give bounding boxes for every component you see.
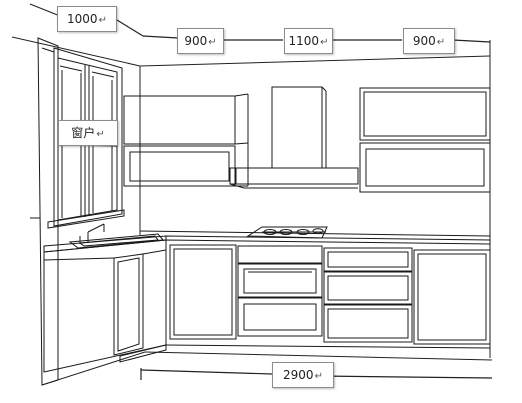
window-width-dimension-label: 1000↵ bbox=[57, 6, 117, 32]
dimension-value: 1000 bbox=[67, 12, 98, 26]
base-cabinet-right bbox=[413, 249, 491, 345]
window-label: 窗户↵ bbox=[58, 120, 118, 146]
window-label-text: 窗户 bbox=[71, 126, 96, 140]
return-mark: ↵ bbox=[436, 37, 446, 48]
plinth bbox=[165, 344, 491, 349]
return-mark: ↵ bbox=[98, 15, 107, 26]
range-hood bbox=[229, 86, 359, 189]
upper-left-cabinet-dimension-label: 900↵ bbox=[177, 28, 224, 54]
return-mark: ↵ bbox=[314, 371, 323, 382]
left-wall-column bbox=[37, 37, 59, 386]
oven-drawers bbox=[237, 245, 323, 337]
base-run-dimension-label: 2900↵ bbox=[272, 362, 334, 388]
room-outline bbox=[11, 36, 493, 386]
dimension-value: 900 bbox=[412, 34, 436, 48]
upper-cabinet-left bbox=[123, 93, 249, 187]
dimension-value: 1100 bbox=[288, 34, 320, 48]
return-mark: ↵ bbox=[320, 37, 329, 48]
upper-right-cabinet-dimension-label: 900↵ bbox=[403, 28, 455, 54]
drawer-stack bbox=[323, 247, 413, 343]
upper-cabinet-right bbox=[359, 87, 491, 193]
dimension-lines bbox=[29, 3, 493, 380]
hood-dimension-label: 1100↵ bbox=[284, 28, 333, 54]
dimension-value: 900 bbox=[184, 34, 208, 48]
dimension-value: 2900 bbox=[283, 368, 314, 382]
return-mark: ↵ bbox=[208, 37, 217, 48]
return-mark: ↵ bbox=[96, 129, 105, 140]
base-cabinet-door bbox=[169, 244, 237, 340]
gas-cooktop bbox=[246, 226, 328, 239]
